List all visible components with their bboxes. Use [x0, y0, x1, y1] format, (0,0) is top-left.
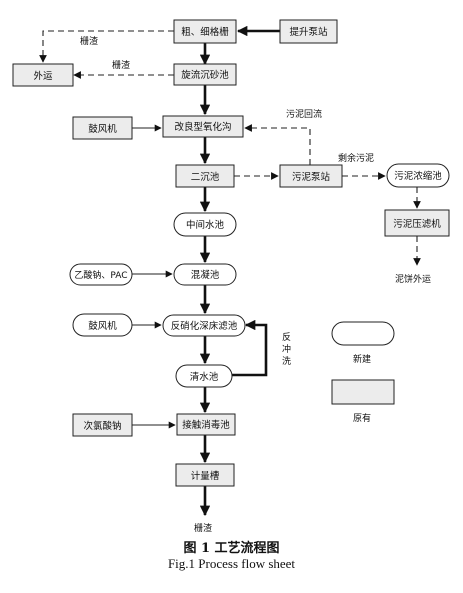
node-contact-disinfection-tank: 接触消毒池 — [176, 413, 236, 436]
figure-caption-chinese: 图 1 工艺流程图 — [183, 541, 280, 556]
figure-caption-english: Fig.1 Process flow sheet — [167, 556, 296, 571]
node-coagulation-tank: 混凝池 — [173, 263, 237, 286]
svg-text:反冲洗: 反冲洗 — [282, 332, 291, 367]
svg-text:二沉池: 二沉池 — [191, 171, 220, 183]
svg-text:鼓风机: 鼓风机 — [88, 320, 117, 332]
svg-text:乙酸钠、PAC: 乙酸钠、PAC — [74, 269, 127, 281]
edge-label-excess-sludge: 剩余污泥 — [338, 152, 374, 164]
node-chemicals: 乙酸钠、PAC — [69, 263, 133, 286]
svg-text:鼓风机: 鼓风机 — [88, 123, 117, 135]
node-vortex-grit-chamber: 旋流沉砂池 — [173, 63, 237, 86]
node-secondary-clarifier: 二沉池 — [175, 164, 235, 188]
edge-label-sludge-return: 污泥回流 — [286, 108, 322, 120]
svg-text:反硝化深床滤池: 反硝化深床滤池 — [171, 320, 238, 332]
svg-text:次氯酸钠: 次氯酸钠 — [83, 420, 121, 432]
svg-text:污泥泵站: 污泥泵站 — [292, 171, 331, 183]
svg-text:中间水池: 中间水池 — [186, 219, 225, 231]
node-coarse-fine-screen: 粗、细格栅 — [173, 19, 237, 44]
legend: 新建 原有 — [331, 321, 395, 424]
svg-text:混凝池: 混凝池 — [191, 269, 220, 281]
node-denitrification-filter: 反硝化深床滤池 — [162, 314, 246, 337]
edge-label-screenings-1: 栅渣 — [80, 35, 98, 47]
node-sludge-pump-station: 污泥泵站 — [279, 164, 343, 188]
edge-label-screenings-2: 栅渣 — [112, 59, 130, 71]
node-sludge-filter-press: 污泥压滤机 — [384, 209, 450, 237]
node-blower-2: 鼓风机 — [72, 313, 133, 337]
legend-existing-symbol — [331, 379, 395, 405]
edge-label-outlet: 栅渣 — [194, 522, 212, 534]
flow-sludge-return — [244, 124, 311, 165]
legend-existing-label: 原有 — [353, 412, 371, 424]
node-clear-water-tank: 清水池 — [175, 364, 233, 388]
node-lift-pump-station: 提升泵站 — [279, 19, 338, 44]
edge-label-backwash: 反冲洗 — [282, 332, 291, 367]
svg-text:粗、细格栅: 粗、细格栅 — [181, 26, 229, 38]
svg-text:清水池: 清水池 — [190, 371, 219, 383]
edge-label-sludge-cake-out: 泥饼外运 — [395, 273, 431, 285]
flow-backwash — [232, 319, 268, 377]
svg-text:外运: 外运 — [33, 70, 53, 82]
node-metering-tank: 计量槽 — [175, 463, 235, 487]
node-intermediate-tank: 中间水池 — [173, 212, 237, 237]
svg-text:污泥浓缩池: 污泥浓缩池 — [394, 170, 442, 182]
legend-new-symbol — [331, 321, 395, 346]
node-modified-oxidation-ditch: 改良型氧化沟 — [162, 115, 244, 138]
svg-text:提升泵站: 提升泵站 — [289, 26, 328, 38]
svg-text:污泥压滤机: 污泥压滤机 — [393, 218, 441, 230]
legend-new-label: 新建 — [353, 353, 371, 365]
flow-screenings-to-transport — [39, 30, 174, 63]
node-blower-1: 鼓风机 — [72, 116, 133, 140]
node-external-transport: 外运 — [12, 63, 74, 87]
svg-text:改良型氧化沟: 改良型氧化沟 — [174, 121, 231, 133]
svg-text:接触消毒池: 接触消毒池 — [182, 419, 230, 431]
node-sludge-thickener: 污泥浓缩池 — [386, 163, 450, 188]
node-sodium-hypochlorite: 次氯酸钠 — [72, 413, 133, 437]
svg-text:计量槽: 计量槽 — [191, 470, 220, 482]
svg-text:旋流沉砂池: 旋流沉砂池 — [181, 69, 229, 81]
